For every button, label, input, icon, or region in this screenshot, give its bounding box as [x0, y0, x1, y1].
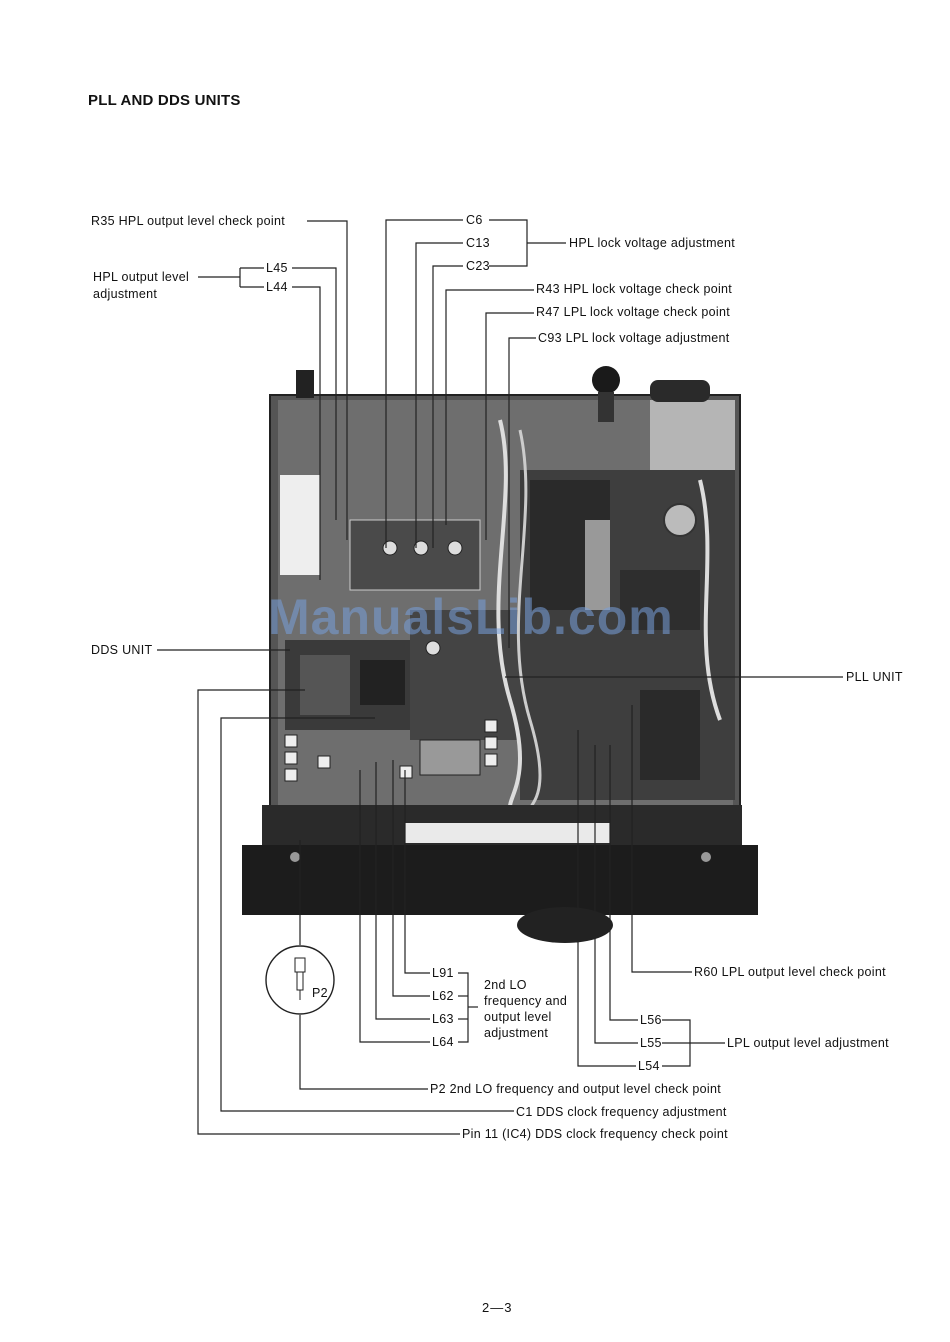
- label-c93: C93 LPL lock voltage adjustment: [538, 331, 730, 345]
- label-c6: C6: [466, 213, 483, 227]
- label-dds-unit: DDS UNIT: [91, 643, 153, 657]
- label-l55: L55: [640, 1036, 662, 1050]
- label-lpl-adj: LPL output level adjustment: [727, 1036, 889, 1050]
- label-c13: C13: [466, 236, 490, 250]
- p2-inset: [265, 945, 335, 1015]
- page-title: PLL AND DDS UNITS: [88, 92, 241, 109]
- label-pll-unit: PLL UNIT: [846, 670, 903, 684]
- label-l54: L54: [638, 1059, 660, 1073]
- label-l62: L62: [432, 989, 454, 1003]
- label-lo-line1: 2nd LO: [484, 978, 527, 992]
- label-l44: L44: [266, 280, 288, 294]
- label-l91: L91: [432, 966, 454, 980]
- label-l63: L63: [432, 1012, 454, 1026]
- label-hpl-adj-line2: adjustment: [93, 287, 158, 301]
- label-pin11: Pin 11 (IC4) DDS clock frequency check p…: [462, 1127, 728, 1141]
- label-l56: L56: [640, 1013, 662, 1027]
- page-number: 2—3: [482, 1300, 513, 1315]
- label-lo-line4: adjustment: [484, 1026, 549, 1040]
- label-lo-line2: frequency and: [484, 994, 568, 1008]
- chassis-photo: [242, 366, 758, 943]
- label-r43: R43 HPL lock voltage check point: [536, 282, 733, 296]
- label-hpl-lock-adj: HPL lock voltage adjustment: [569, 236, 736, 250]
- label-r47: R47 LPL lock voltage check point: [536, 305, 730, 319]
- watermark: ManualsLib.com: [268, 589, 674, 645]
- label-p2: P2 2nd LO frequency and output level che…: [430, 1082, 721, 1096]
- label-r60: R60 LPL output level check point: [694, 965, 886, 979]
- label-p2-inset: P2: [312, 986, 328, 1000]
- label-l45: L45: [266, 261, 288, 275]
- leader-lines: [157, 219, 843, 1135]
- label-r35: R35 HPL output level check point: [91, 214, 285, 228]
- label-l64: L64: [432, 1035, 454, 1049]
- label-c23: C23: [466, 259, 490, 273]
- label-hpl-adj-line1: HPL output level: [93, 270, 190, 284]
- label-lo-line3: output level: [484, 1010, 552, 1024]
- label-c1: C1 DDS clock frequency adjustment: [516, 1105, 727, 1119]
